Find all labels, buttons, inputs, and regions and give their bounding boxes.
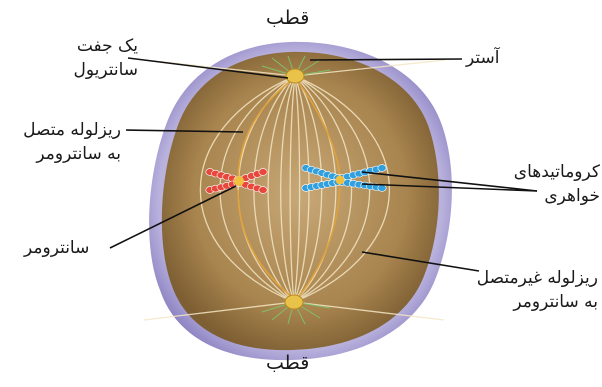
label-nonkinetochore-line-2: به سانترومر	[448, 290, 598, 314]
label-chromatids-line-1: کروماتیدهای	[496, 160, 600, 184]
label-kinetochore-line-1: ریزلوله متصل	[6, 118, 121, 142]
centriole-top	[286, 69, 304, 83]
label-chromatids-line-2: خواهری	[496, 184, 600, 208]
label-pole-top: قطب	[266, 6, 309, 30]
label-centriole-pair: یک جفت سانتریول	[48, 34, 138, 82]
label-centriole-line-2: سانتریول	[48, 58, 138, 82]
centriole-bottom	[285, 295, 303, 309]
chromatid-bead	[259, 169, 267, 176]
label-centromere: سانترومر	[24, 236, 89, 260]
chromatid-bead	[259, 187, 267, 194]
label-pole-bottom: قطب	[266, 351, 309, 375]
label-centriole-line-1: یک جفت	[48, 34, 138, 58]
label-sister-chromatids: کروماتیدهای خواهری	[496, 160, 600, 208]
label-kinetochore-line-2: به سانترومر	[6, 142, 121, 166]
label-aster: آستر	[466, 46, 499, 70]
centromere-blue	[336, 176, 345, 185]
chromatid-bead	[378, 165, 386, 172]
label-kinetochore-mt: ریزلوله متصل به سانترومر	[6, 118, 121, 166]
label-nonkinetochore-line-1: ریزلوله غیرمتصل	[448, 266, 598, 290]
centromere-red	[234, 176, 244, 186]
label-nonkinetochore-mt: ریزلوله غیرمتصل به سانترومر	[448, 266, 598, 314]
leader-aster	[310, 59, 462, 60]
